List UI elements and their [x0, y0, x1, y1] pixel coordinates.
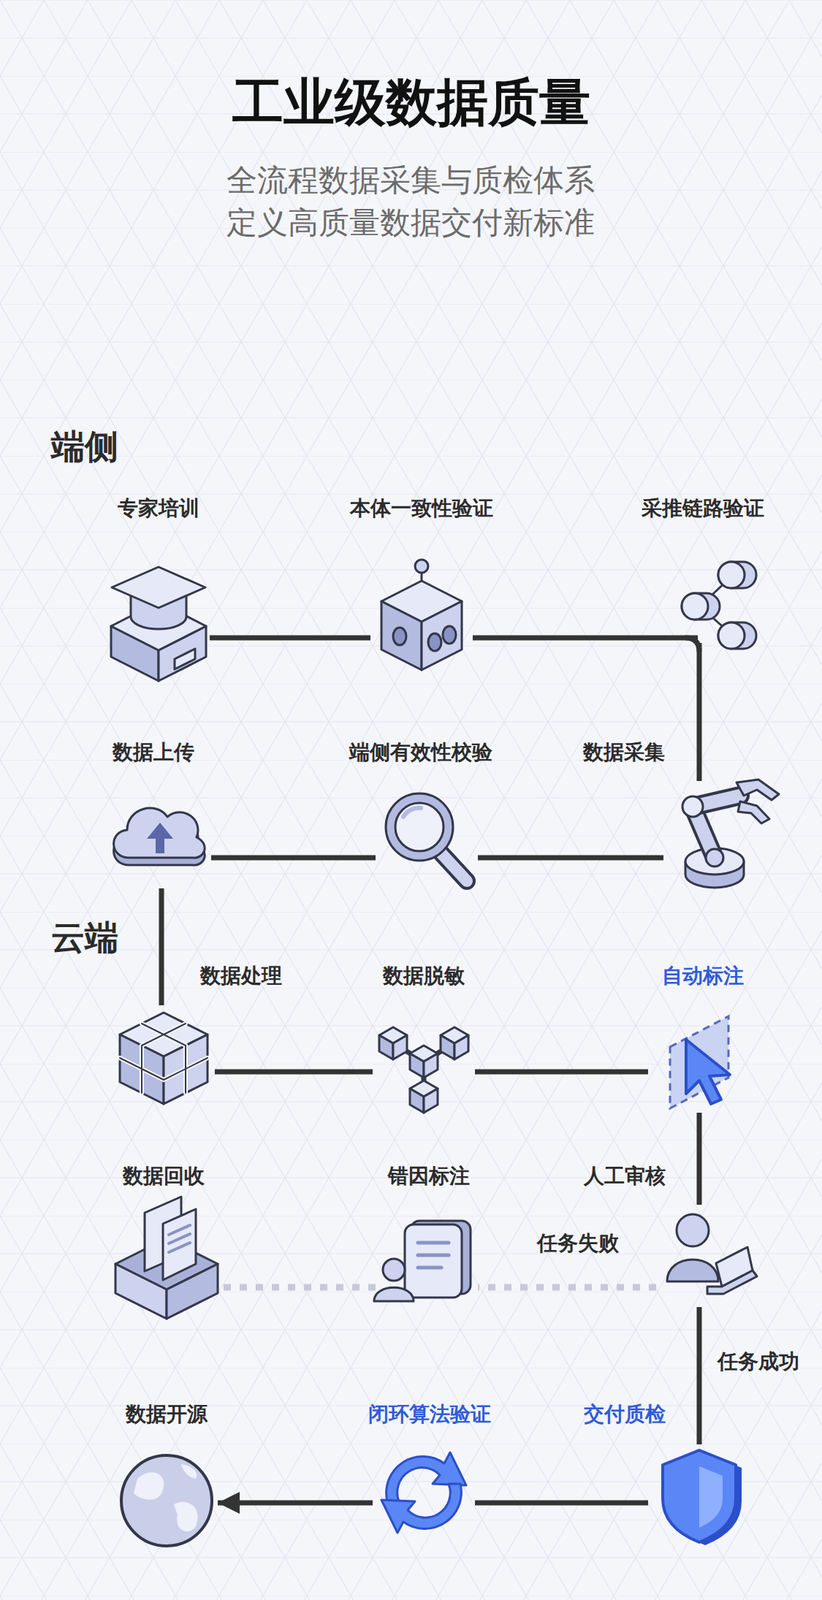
flow-connector: [159, 888, 165, 1006]
flow-connector: [214, 1069, 373, 1075]
cursor-icon: [670, 1016, 730, 1109]
flow-connector: [209, 635, 371, 641]
flow-connector: [697, 1112, 703, 1205]
node-label: 专家培训: [117, 494, 200, 523]
pipeline-icon: [681, 561, 757, 649]
globe-icon: [121, 1455, 212, 1547]
loop-arrows-icon: [381, 1452, 467, 1533]
process-node: 数据脱敏: [372, 1010, 475, 1113]
edge-label: 任务成功: [717, 1348, 800, 1376]
node-label: 本体一致性验证: [349, 494, 494, 523]
robot-arm-icon: [682, 779, 779, 888]
node-label: 数据脱敏: [382, 962, 465, 991]
cloud-upload-icon: [113, 808, 206, 866]
process-node: 交付质检: [648, 1444, 751, 1547]
flow-connector: [697, 642, 703, 782]
diagram-caption: 全流程数据采集与质检体系 定义高质量数据交付新标准: [213, 159, 608, 245]
node-label: 数据回收: [122, 1162, 205, 1191]
wire-corner: [685, 637, 700, 652]
molecule-icon: [379, 1027, 469, 1113]
section-label: 云端: [51, 916, 119, 958]
edge-label: 任务失败: [537, 1229, 619, 1258]
reviewer-icon: [667, 1214, 757, 1295]
node-label: 交付质检: [583, 1400, 666, 1429]
inbox-icon: [115, 1196, 218, 1319]
process-node: 自动标注: [648, 1010, 751, 1113]
graduation-icon: [111, 566, 207, 681]
process-node: 错因标注: [375, 1209, 478, 1313]
node-label: 采推链路验证: [641, 494, 765, 523]
process-node: 数据开源: [115, 1449, 218, 1552]
process-node: 本体一致性验证: [370, 566, 473, 669]
cube-grid-icon: [119, 1012, 208, 1105]
node-label: 闭环算法验证: [368, 1400, 492, 1429]
shield-icon: [662, 1450, 742, 1546]
flow-connector: [472, 635, 698, 641]
node-label: 端侧有效性校验: [349, 738, 493, 767]
flow-connector: [477, 855, 664, 861]
robot-head-icon: [381, 559, 462, 671]
diagram-title: 工业级数据质量: [0, 73, 822, 132]
process-node: 数据上传: [108, 786, 212, 889]
node-label: 数据开源: [125, 1400, 208, 1429]
node-label: 自动标注: [661, 962, 744, 991]
process-node: 闭环算法验证: [372, 1441, 475, 1544]
process-node: 数据处理: [112, 1005, 215, 1108]
node-label: 数据采集: [583, 738, 665, 767]
dashed-connector: [217, 1284, 376, 1292]
node-label: 数据上传: [112, 738, 195, 767]
flow-connector: [211, 855, 376, 861]
process-node: 端侧有效性校验: [375, 786, 478, 889]
magnifier-icon: [385, 793, 467, 882]
section-label: 端侧: [51, 425, 119, 467]
dashed-connector: [477, 1284, 657, 1292]
process-node: 数据采集: [663, 781, 766, 884]
process-node: 专家培训: [107, 571, 210, 674]
flow-connector: [217, 1500, 373, 1506]
node-label: 错因标注: [387, 1162, 470, 1191]
error-tag-icon: [374, 1220, 471, 1302]
node-label: 人工审核: [583, 1162, 666, 1191]
node-label: 数据处理: [200, 962, 283, 991]
flow-connector: [474, 1500, 649, 1506]
flow-connector: [474, 1069, 649, 1075]
flow-connector: [697, 1307, 703, 1445]
process-node: 人工审核: [656, 1204, 759, 1308]
process-node: 采推链路验证: [697, 555, 764, 643]
process-node: 数据回收: [115, 1212, 218, 1316]
